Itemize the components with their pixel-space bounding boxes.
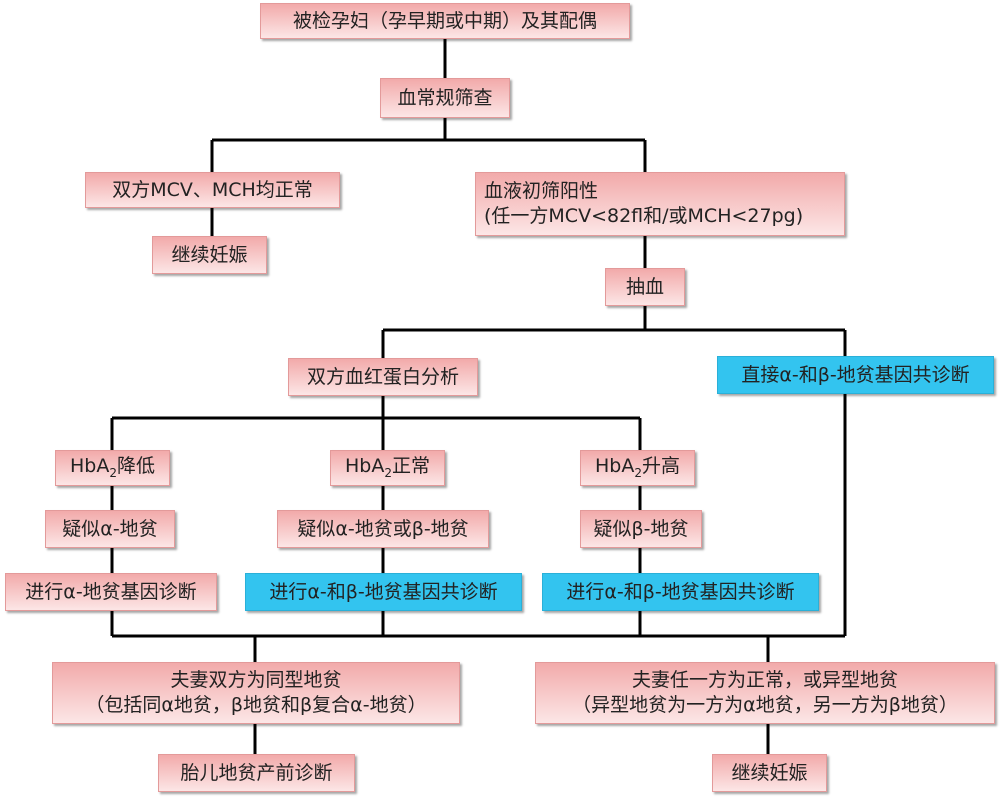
node-hba2-decreased: HbA2降低 bbox=[55, 450, 170, 486]
node-same-type-thalassemia: 夫妻双方为同型地贫 （包括同α地贫，β地贫和β复合α-地贫） bbox=[52, 662, 460, 724]
node-draw-blood: 抽血 bbox=[605, 268, 685, 306]
node-prenatal-diagnosis: 胎儿地贫产前诊断 bbox=[158, 754, 355, 792]
node-hba2-normal: HbA2正常 bbox=[330, 450, 445, 486]
node-continue-pregnancy-1: 继续妊娠 bbox=[152, 236, 267, 274]
node-direct-gene-diagnosis: 直接α-和β-地贫基因共诊断 bbox=[717, 356, 994, 394]
node-different-type-or-normal: 夫妻任一方为正常，或异型地贫 （异型地贫为一方为α地贫，另一方为β地贫） bbox=[535, 662, 995, 724]
node-pregnant-woman-and-spouse: 被检孕妇（孕早期或中期）及其配偶 bbox=[260, 3, 630, 39]
node-initial-screening-positive: 血液初筛阳性 (任一方MCV<82fl和/或MCH<27pg) bbox=[475, 172, 845, 236]
node-alpha-beta-gene-diagnosis-2: 进行α-和β-地贫基因共诊断 bbox=[542, 573, 819, 611]
node-hba2-increased: HbA2升高 bbox=[580, 450, 695, 486]
node-hemoglobin-analysis: 双方血红蛋白分析 bbox=[288, 358, 478, 396]
node-alpha-gene-diagnosis: 进行α-地贫基因诊断 bbox=[5, 573, 217, 611]
node-both-mcv-mch-normal: 双方MCV、MCH均正常 bbox=[85, 172, 340, 208]
node-alpha-beta-gene-diagnosis-1: 进行α-和β-地贫基因共诊断 bbox=[245, 573, 522, 611]
node-suspected-beta-thalassemia: 疑似β-地贫 bbox=[580, 510, 702, 548]
node-suspected-alpha-or-beta-thalassemia: 疑似α-地贫或β-地贫 bbox=[277, 510, 489, 548]
node-routine-blood-screening: 血常规筛查 bbox=[380, 78, 510, 118]
node-suspected-alpha-thalassemia: 疑似α-地贫 bbox=[45, 510, 175, 548]
node-continue-pregnancy-2: 继续妊娠 bbox=[712, 754, 827, 792]
